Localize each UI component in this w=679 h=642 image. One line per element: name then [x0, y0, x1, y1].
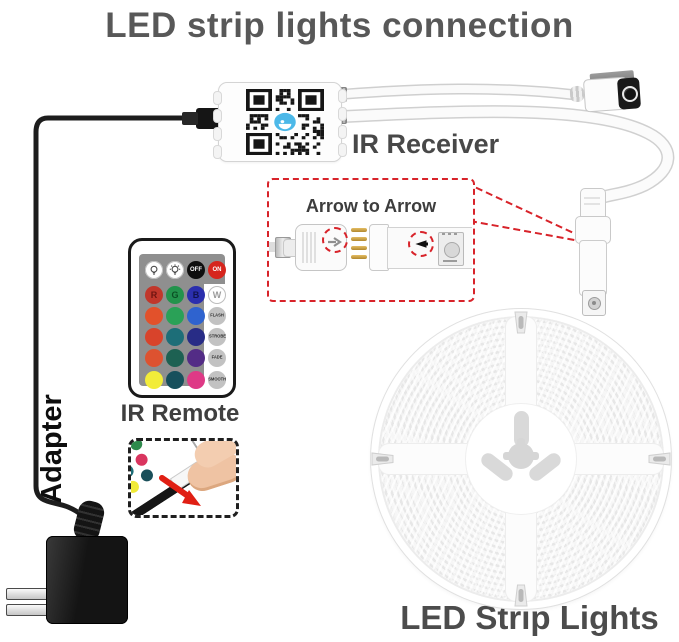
remote-btn-swatch-5-0: [145, 371, 163, 389]
callout-line-top: [465, 182, 581, 237]
page-title: LED strip lights connection: [105, 6, 574, 45]
remote-btn-swatch-3-2: [187, 328, 205, 346]
remote-btn-fade: FADE: [208, 349, 226, 367]
remote-btn-g: G: [166, 286, 184, 304]
remote-btn-swatch-5-1: [166, 371, 184, 389]
remote-btn-smooth: SMOOTH: [208, 371, 226, 389]
rim-notch-right: [648, 452, 671, 466]
brightness-down-icon: [150, 265, 158, 275]
callout-line-bottom: [469, 220, 581, 242]
connector-pin: [351, 246, 367, 250]
led-strip-reel: [371, 309, 671, 609]
rim-notch-bottom: [514, 584, 528, 607]
controller-ridge: [213, 109, 222, 123]
strip-end-clip: [582, 290, 606, 316]
remote-btn-bulb-bright: [166, 261, 184, 279]
remote-btn-bulb-dim: [145, 261, 163, 279]
controller-ridge: [338, 107, 347, 121]
led-chip: [438, 232, 464, 266]
power-adapter: [46, 536, 128, 624]
remote-key-dot: [131, 441, 145, 453]
controller-ridge: [213, 127, 222, 141]
remote-btn-flash: FLASH: [208, 307, 226, 325]
connector-pin: [351, 228, 367, 232]
connector-pin: [351, 255, 367, 259]
receiver-cable-rings: [569, 85, 585, 103]
wifi-controller-box: [213, 82, 347, 162]
remote-btn-swatch-2-1: [166, 307, 184, 325]
connector-wire: [269, 242, 279, 252]
plug-arrow-highlight: [322, 227, 348, 253]
label-arrow-to-arrow: Arrow to Arrow: [305, 196, 437, 216]
rim-notch-left: [371, 452, 394, 466]
remote-btn-swatch-4-1: [166, 349, 184, 367]
dc-plug: [182, 112, 198, 125]
controller-ridge: [338, 89, 347, 103]
remote-btn-swatch-2-0: [145, 307, 163, 325]
reel-hub: [466, 404, 576, 514]
ir-receiver-lens: [622, 86, 638, 102]
label-ir-remote: IR Remote: [120, 400, 240, 427]
remote-btn-on: ON: [208, 261, 226, 279]
remote-btn-swatch-4-0: [145, 349, 163, 367]
remote-key-dot: [128, 447, 131, 464]
strip-segment: [387, 227, 472, 269]
controller-ridge: [338, 143, 347, 157]
label-ir-receiver: IR Receiver: [352, 129, 500, 159]
strip-connector-body: [579, 240, 607, 296]
remote-btn-swatch-4-2: [187, 349, 205, 367]
pull-direction-arrow: [159, 475, 201, 506]
remote-btn-swatch-2-2: [187, 307, 205, 325]
strip-plug: [295, 224, 348, 271]
remote-btn-off: OFF: [187, 261, 205, 279]
controller-ridge: [213, 145, 222, 159]
battery-tab-callout: [128, 438, 239, 518]
remote-key-dot: [131, 478, 142, 496]
controller-ridge: [338, 125, 347, 139]
remote-btn-r: R: [145, 286, 163, 304]
arrow-to-arrow-callout: Arrow to Arrow: [267, 178, 475, 302]
qr-code: [246, 89, 324, 155]
receiver-cable: [329, 85, 580, 99]
strip-arrow-icon: [415, 240, 428, 248]
remote-btn-swatch-3-0: [145, 328, 163, 346]
remote-btn-strobe: STROBE: [208, 328, 226, 346]
remote-key-dot: [138, 467, 156, 484]
remote-key-dot: [133, 451, 150, 469]
plug-arrow-icon: [328, 237, 342, 247]
strip-connector-top: [580, 188, 606, 222]
remote-btn-swatch-5-2: [187, 371, 205, 389]
remote-key-dot: [131, 462, 136, 480]
controller-ridge: [213, 91, 222, 105]
brightness-up-icon: [169, 264, 181, 275]
strip-arrow-highlight: [408, 231, 434, 257]
remote-btn-b: B: [187, 286, 205, 304]
reel-hub-detail: [481, 411, 561, 481]
connector-pin: [351, 237, 367, 241]
remote-btn-swatch-3-1: [166, 328, 184, 346]
strip-cable: [328, 106, 673, 209]
clip-screw: [588, 297, 601, 310]
remote-btn-w: W: [208, 286, 226, 304]
strip-receptacle: [369, 224, 389, 271]
rim-notch-top: [514, 311, 528, 334]
